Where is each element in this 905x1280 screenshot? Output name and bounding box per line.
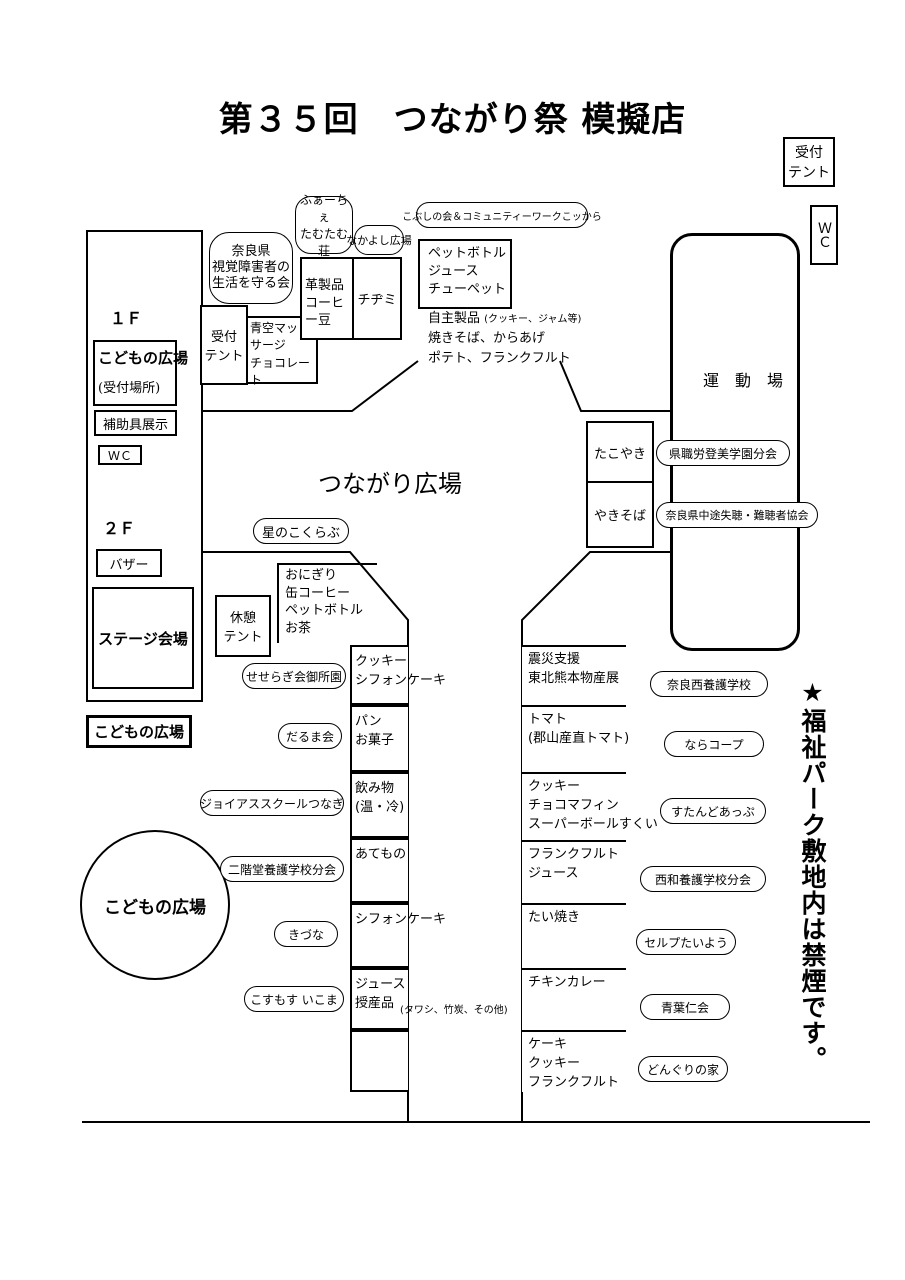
aozora-massage: 青空マッ サージ チョコレート	[250, 321, 311, 388]
nara-deaf-group: 奈良県中途失聴・難聴者協会	[656, 502, 818, 528]
right-stall-group: ならコープ	[664, 731, 764, 757]
right-stall	[522, 645, 626, 705]
chijimi-stall: チヂミ	[352, 257, 402, 340]
right-stall	[522, 772, 626, 840]
left-stall-items: クッキー シフォンケーキ	[355, 654, 447, 688]
right-stall-group: 奈良西養護学校	[650, 671, 768, 697]
right-stall	[522, 705, 626, 772]
left-stall-items: 飲み物 (温・冷)	[355, 781, 405, 815]
right-stall-items: トマト (郡山産直トマト)	[528, 712, 630, 746]
own-products-line: 自主製品 (クッキー、ジャム等)	[428, 310, 581, 328]
reception-tent-top: 受付 テント	[200, 305, 248, 385]
kids-plaza-label: こどもの広場	[98, 349, 189, 367]
left-stall-items: パン お菓子	[355, 714, 395, 748]
onigiri-stall: おにぎり 缶コーヒー ペットボトル お茶	[277, 563, 377, 643]
left-stall-group: だるま会	[278, 723, 342, 749]
onigiri-items: おにぎり 缶コーヒー ペットボトル お茶	[285, 568, 364, 636]
hoshi-club: 星のこくらぶ	[253, 518, 349, 544]
right-stall-items: たい焼き	[528, 910, 581, 925]
left-stall-items: あてもの	[355, 847, 407, 862]
right-stall	[522, 903, 626, 968]
yakisoba-stall: やきそば	[586, 481, 654, 548]
left-stall	[350, 838, 408, 903]
right-stall	[522, 1030, 626, 1092]
page-title: 第３５回 つながり祭 模擬店	[218, 100, 687, 140]
left-stall	[350, 968, 408, 1030]
right-stall-items: フランクフルト ジュース	[528, 847, 620, 881]
left-stall-note: (タワシ、竹炭、その他)	[400, 1005, 508, 1016]
left-stall-group: こすもす いこま	[244, 986, 344, 1012]
own-products-note: (クッキー、ジャム等)	[484, 314, 582, 325]
left-stall	[350, 903, 408, 968]
kenshoku-group: 県職労登美学園分会	[656, 440, 790, 466]
aozora-massage-stall: 青空マッ サージ チョコレート	[246, 316, 318, 387]
leather-coffee-stall: 革製品 コーヒ ー豆	[300, 257, 354, 340]
right-stall	[522, 968, 626, 1030]
left-stall-items: ジュース 授産品	[355, 977, 406, 1011]
own-products: 自主製品	[428, 311, 481, 326]
left-stall-items: シフォンケーキ	[355, 912, 447, 927]
right-stall-group: どんぐりの家	[638, 1056, 728, 1082]
right-stall-group: 青葉仁会	[640, 994, 730, 1020]
wc-building: ＷＣ	[98, 445, 142, 465]
kids-plaza-reception-box: こどもの広場 (受付場所)	[93, 340, 188, 406]
leather-coffee: 革製品 コーヒ ー豆	[305, 278, 345, 329]
floor-1-label: １Ｆ	[110, 309, 143, 328]
right-stall	[522, 840, 626, 903]
right-stall-group: セルプたいよう	[636, 929, 736, 955]
right-stall-items: ケーキ クッキー フランクフルト	[528, 1037, 620, 1090]
central-plaza-label: つながり広場	[318, 470, 462, 498]
drinks-stall: ペットボトル ジュース チューペット	[418, 239, 512, 309]
stage-venue: ステージ会場	[92, 587, 194, 689]
potato-line: ポテト、フランクフルト	[428, 351, 571, 366]
left-stall-group: 二階堂養護学校分会	[220, 856, 344, 882]
left-stall-empty	[350, 1030, 408, 1092]
rest-tent: 休憩 テント	[215, 595, 271, 657]
left-stall	[350, 705, 408, 772]
kobushi-community: こぶしの会＆コミュニティーワークこッから	[402, 202, 602, 228]
drinks-items: ペットボトル ジュース チューペット	[428, 246, 507, 298]
assist-display: 補助具展示	[94, 410, 177, 436]
right-stall-items: クッキー チョコマフィン スーパーボールすくい	[528, 779, 658, 832]
reception-place-label: (受付場所)	[98, 381, 161, 396]
kids-plaza-circle: こどもの広場	[80, 830, 230, 980]
takoyaki-stall: たこやき	[586, 421, 654, 483]
wc-top-right: ＷＣ	[810, 205, 838, 265]
floor-2-label: ２Ｆ	[103, 519, 136, 538]
kids-plaza-bottom: こどもの広場	[86, 715, 192, 748]
nara-visual-assoc: 奈良県 視覚障害者の 生活を守る会	[209, 232, 293, 304]
right-stall-group: すたんどあっぷ	[660, 798, 766, 824]
reception-tent-top-right: 受付 テント	[783, 137, 835, 187]
left-stall	[350, 645, 408, 705]
left-stall-group: せせらぎ会御所園	[242, 663, 346, 689]
fuaache-tamutamu: ふぁーちぇ たむたむ荘	[295, 193, 353, 258]
left-stall	[350, 772, 408, 838]
right-stall-group: 西和養護学校分会	[640, 866, 766, 892]
nakayoshi-plaza: なかよし広場	[346, 225, 412, 255]
no-smoking-notice: ★福祉パーク敷地内は禁煙です。	[798, 678, 827, 1072]
right-stall-items: チキンカレー	[528, 975, 606, 990]
sports-field-label: 運 動 場	[703, 371, 784, 390]
left-stall-group: ジョイアススクールつなぎ	[200, 790, 344, 816]
left-stall-group: きづな	[274, 921, 338, 947]
yakisoba-line: 焼きそば、からあげ	[428, 331, 546, 346]
bazaar: バザー	[96, 549, 162, 577]
right-stall-items: 震災支援 東北熊本物産展	[528, 652, 620, 686]
